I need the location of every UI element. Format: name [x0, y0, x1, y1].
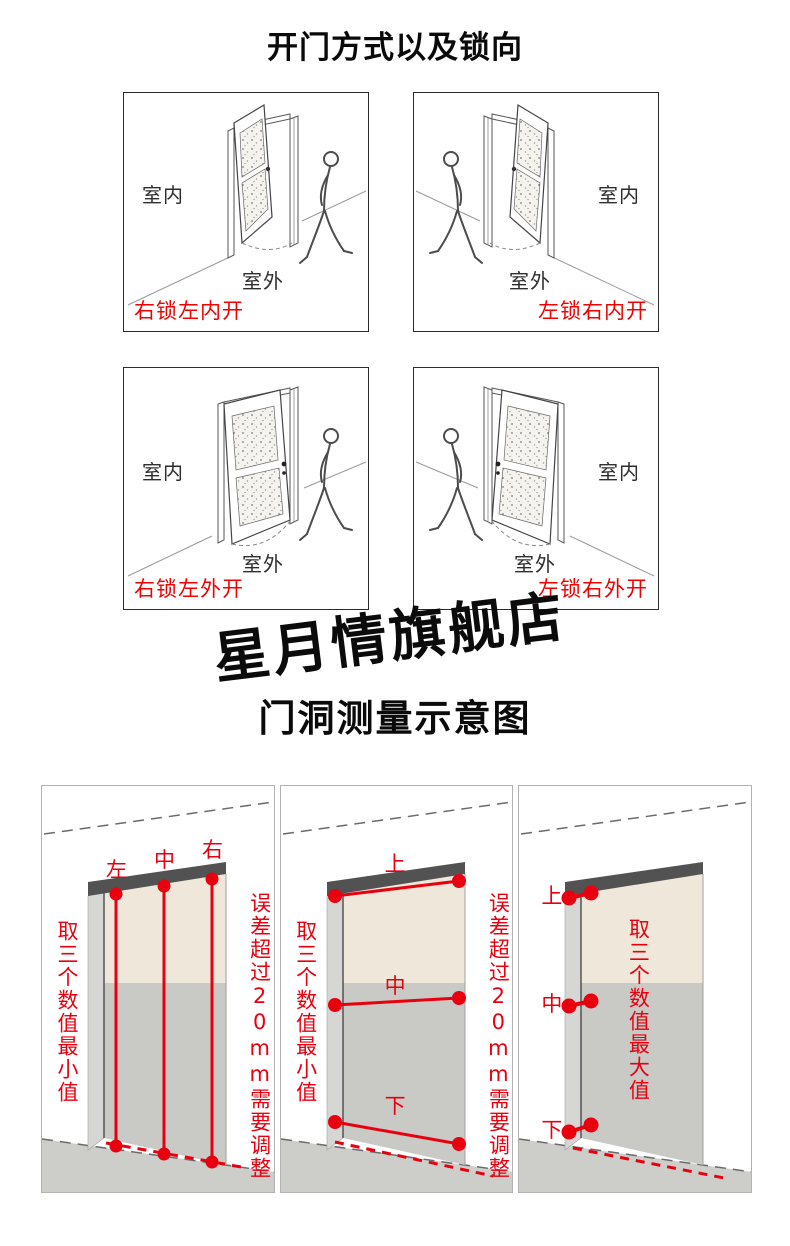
door-lock — [496, 471, 500, 475]
indoor-label: 室内 — [142, 183, 184, 207]
door-panel-left-lock-inward: 室内 室外 左锁右内开 — [413, 92, 659, 332]
door-panel-left-lock-outward: 室内 室外 左锁右外开 — [413, 367, 659, 610]
indoor-label: 室内 — [598, 460, 640, 484]
lintel — [88, 862, 226, 896]
panel-caption: 左锁右外开 — [538, 577, 648, 601]
point-label-top: 上 — [541, 884, 563, 908]
person-figure — [299, 151, 353, 264]
outdoor-label: 室外 — [509, 269, 551, 293]
outdoor-label: 室外 — [242, 269, 284, 293]
person-figure — [429, 428, 483, 541]
point-label-top: 上 — [384, 852, 406, 876]
door-outward-illustration — [124, 368, 368, 609]
door-swing-arc — [241, 242, 293, 250]
door-panel-right-lock-outward: 室内 室外 右锁左外开 — [123, 367, 369, 610]
outdoor-label: 室外 — [242, 552, 284, 576]
indoor-label: 室内 — [598, 183, 640, 207]
measure-marks-red — [561, 885, 725, 1180]
point-label-center: 中 — [154, 848, 175, 872]
panel-caption: 右锁左内开 — [134, 299, 244, 323]
door-handle — [495, 461, 501, 467]
point-label-left: 左 — [106, 858, 127, 882]
point-label-bottom: 下 — [541, 1118, 563, 1142]
panel-caption: 左锁右内开 — [538, 299, 648, 323]
note-take-minimum: 取三个数值最小值 — [293, 920, 318, 1104]
lintel — [326, 862, 465, 896]
panel-caption: 右锁左外开 — [134, 577, 244, 601]
door-swing-arc — [489, 242, 541, 250]
door-inward-illustration — [124, 93, 368, 331]
doorway-drawing — [280, 801, 513, 1192]
person-figure — [299, 428, 353, 541]
door-panel-right-lock-inward: 室内 室外 右锁左内开 — [123, 92, 369, 332]
lintel — [565, 862, 704, 896]
door-lock — [282, 471, 286, 475]
door-handle — [511, 166, 517, 172]
measure-panel-depth: 上 中 下 取三个数值最大值 — [518, 785, 753, 1193]
point-label-middle: 中 — [384, 974, 406, 998]
doorway-drawing — [519, 801, 752, 1192]
measure-lines-red — [327, 874, 493, 1178]
indoor-label: 室内 — [142, 460, 184, 484]
outdoor-label: 室外 — [514, 552, 556, 576]
measure-panel-width: 左 中 右 取三个数值最小值 误差超过20mm需要调整 — [41, 785, 275, 1193]
note-tolerance: 误差超过20mm需要调整 — [247, 892, 272, 1180]
door-handle — [265, 166, 271, 172]
person-figure — [429, 151, 483, 264]
measure-section-title: 门洞测量示意图 — [258, 697, 532, 740]
door-outward-illustration-mirrored — [414, 368, 658, 609]
door-inward-illustration-mirrored — [414, 93, 658, 331]
measure-lines-red — [105, 872, 248, 1170]
note-take-minimum: 取三个数值最小值 — [55, 920, 79, 1104]
note-tolerance: 误差超过20mm需要调整 — [486, 892, 511, 1180]
point-label-middle: 中 — [541, 992, 563, 1016]
page-title: 开门方式以及锁向 — [267, 30, 523, 66]
door-handle — [281, 461, 287, 467]
doorway-drawing — [42, 801, 274, 1192]
note-take-maximum: 取三个数值最大值 — [626, 918, 651, 1102]
point-label-right: 右 — [202, 838, 223, 862]
door-opening-measure-diagram: 左 中 右 取三个数值最小值 误差超过20mm需要调整 — [41, 785, 753, 1193]
point-label-bottom: 下 — [384, 1094, 406, 1118]
measure-panel-height: 上 中 下 取三个数值最小值 误差超过20mm需要调整 — [279, 785, 514, 1193]
